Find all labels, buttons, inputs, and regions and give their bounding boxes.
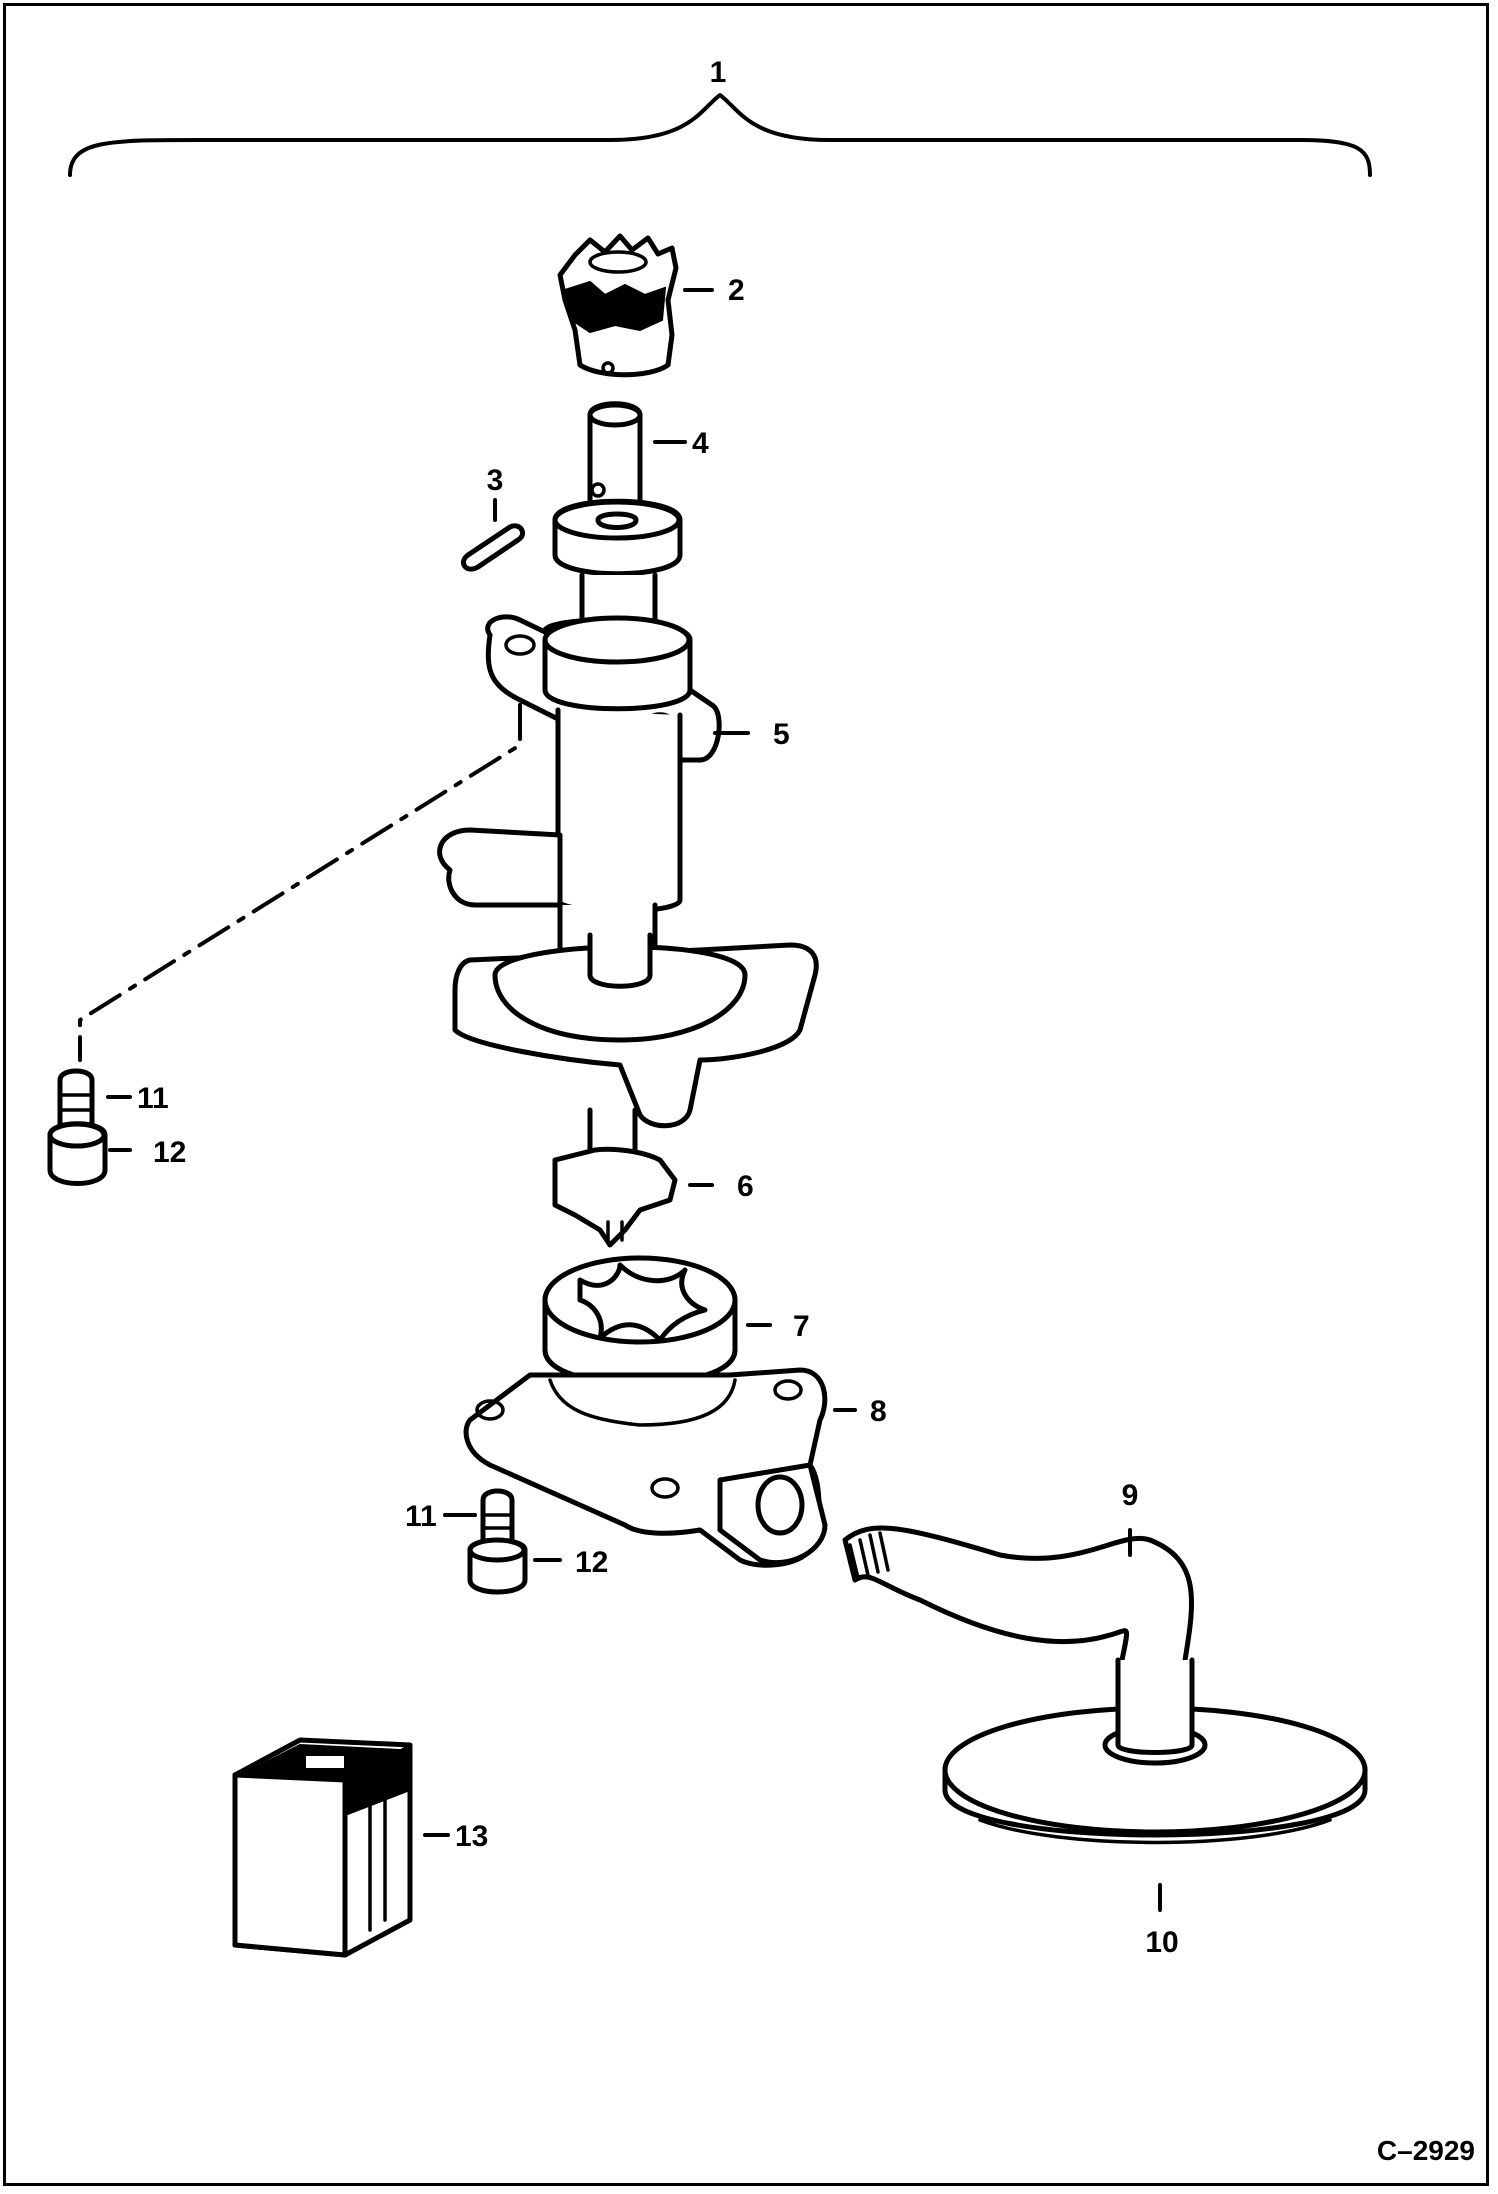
callout-5: 5 xyxy=(773,718,790,751)
callout-8: 8 xyxy=(870,1395,887,1428)
callout-10: 10 xyxy=(1145,1926,1178,1959)
inner-rotor xyxy=(552,1146,678,1248)
assembly-brace xyxy=(68,93,1372,177)
callout-13: 13 xyxy=(455,1820,488,1853)
callout-2: 2 xyxy=(728,274,745,307)
callout-11-lower: 11 xyxy=(405,1500,437,1533)
sealant-package xyxy=(232,1737,413,1958)
bolt-lower xyxy=(480,1488,515,1548)
alignment-leader xyxy=(78,703,522,1062)
callout-4: 4 xyxy=(692,427,709,460)
washer-lower xyxy=(467,1537,528,1595)
diagram-frame xyxy=(3,3,1489,2186)
pump-cover xyxy=(463,1367,828,1568)
drive-gear xyxy=(557,233,679,378)
bolt-upper xyxy=(57,1068,95,1133)
callout-3: 3 xyxy=(487,464,504,497)
pin xyxy=(461,523,525,572)
oil-strainer xyxy=(842,1525,1368,1845)
washer-upper xyxy=(47,1121,108,1186)
callout-11-upper: 11 xyxy=(137,1082,169,1115)
callout-6: 6 xyxy=(737,1170,754,1203)
pump-shaft xyxy=(552,401,683,628)
callout-1: 1 xyxy=(710,56,727,89)
callout-9: 9 xyxy=(1122,1479,1139,1512)
callout-7: 7 xyxy=(793,1310,810,1343)
pump-body xyxy=(437,614,819,1168)
callout-12-upper: 12 xyxy=(153,1136,186,1169)
leader-lines xyxy=(106,288,1162,1912)
figure-code: C–2929 xyxy=(1377,2135,1475,2166)
outer-rotor xyxy=(542,1255,738,1387)
callout-12-lower: 12 xyxy=(575,1546,608,1579)
